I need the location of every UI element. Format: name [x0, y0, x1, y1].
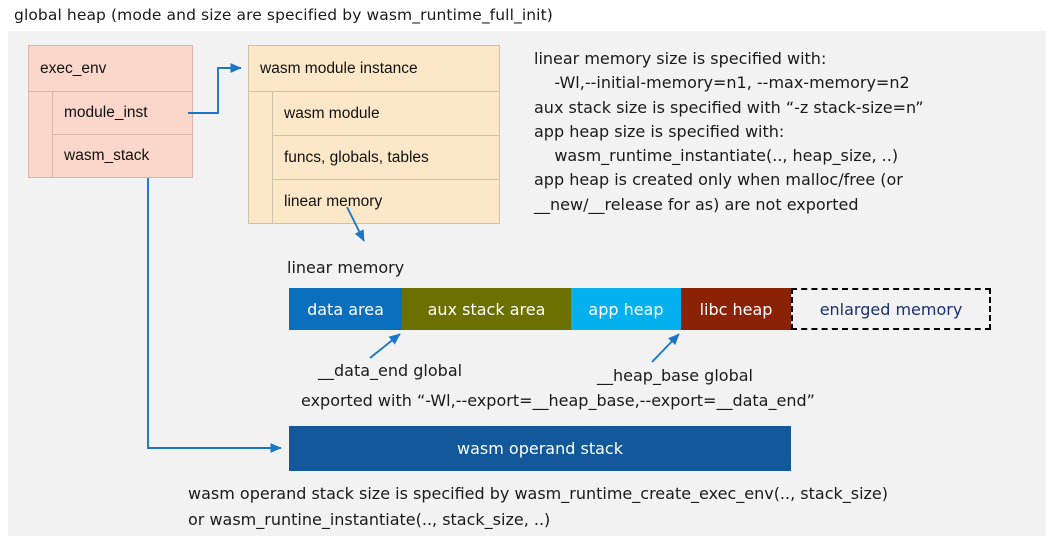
exec-env-label: exec_env	[40, 59, 107, 77]
memory-segment-label: data area	[307, 299, 384, 319]
memory-segment-enlarged-memory[interactable]: enlarged memory	[791, 288, 991, 330]
exec-env-field-wasm-stack[interactable]: wasm_stack	[52, 134, 193, 178]
heap-base-annotation: __heap_base global	[597, 366, 753, 385]
wasm-module-instance-label: wasm module instance	[260, 59, 418, 77]
memory-segment-aux-stack-area[interactable]: aux stack area	[402, 288, 571, 330]
memory-segment-label: enlarged memory	[819, 299, 963, 319]
memory-segment-libc-heap[interactable]: libc heap	[681, 288, 791, 330]
wmi-field-wasm-module[interactable]: wasm module	[272, 91, 500, 136]
exec-env-field-module-inst[interactable]: module_inst	[52, 91, 193, 135]
wasm-operand-stack-box[interactable]: wasm operand stack	[289, 426, 791, 471]
module-inst-label: module_inst	[64, 104, 148, 121]
memory-segment-label: libc heap	[699, 299, 773, 319]
funcs-globals-tables-label: funcs, globals, tables	[284, 148, 429, 166]
memory-segment-data-area[interactable]: data area	[289, 288, 402, 330]
wasm-module-instance-box[interactable]: wasm module instance	[248, 45, 500, 92]
linear-memory-caption: linear memory	[287, 258, 405, 277]
memory-segment-label: app heap	[588, 299, 664, 319]
linear-memory-bar: data area aux stack area app heap libc heap…	[289, 288, 991, 330]
exec-env-box[interactable]: exec_env	[28, 45, 193, 92]
wasm-stack-label: wasm_stack	[64, 147, 150, 164]
memory-segment-app-heap[interactable]: app heap	[571, 288, 681, 330]
linear-memory-notes: linear memory size is specified with: -W…	[534, 49, 924, 214]
wasm-operand-stack-label: wasm operand stack	[457, 439, 623, 458]
page-title: global heap (mode and size are specified…	[14, 6, 553, 24]
wmi-field-linear-memory[interactable]: linear memory	[272, 179, 500, 224]
wmi-field-funcs-globals-tables[interactable]: funcs, globals, tables	[272, 135, 500, 180]
export-flags-annotation: exported with “-Wl,--export=__heap_base,…	[301, 391, 815, 410]
data-end-annotation: __data_end global	[318, 361, 463, 380]
memory-segment-label: aux stack area	[427, 299, 546, 319]
wmi-linear-memory-label: linear memory	[284, 192, 383, 210]
operand-stack-notes: wasm operand stack size is specified by …	[188, 484, 889, 529]
wasm-module-label: wasm module	[284, 104, 380, 122]
